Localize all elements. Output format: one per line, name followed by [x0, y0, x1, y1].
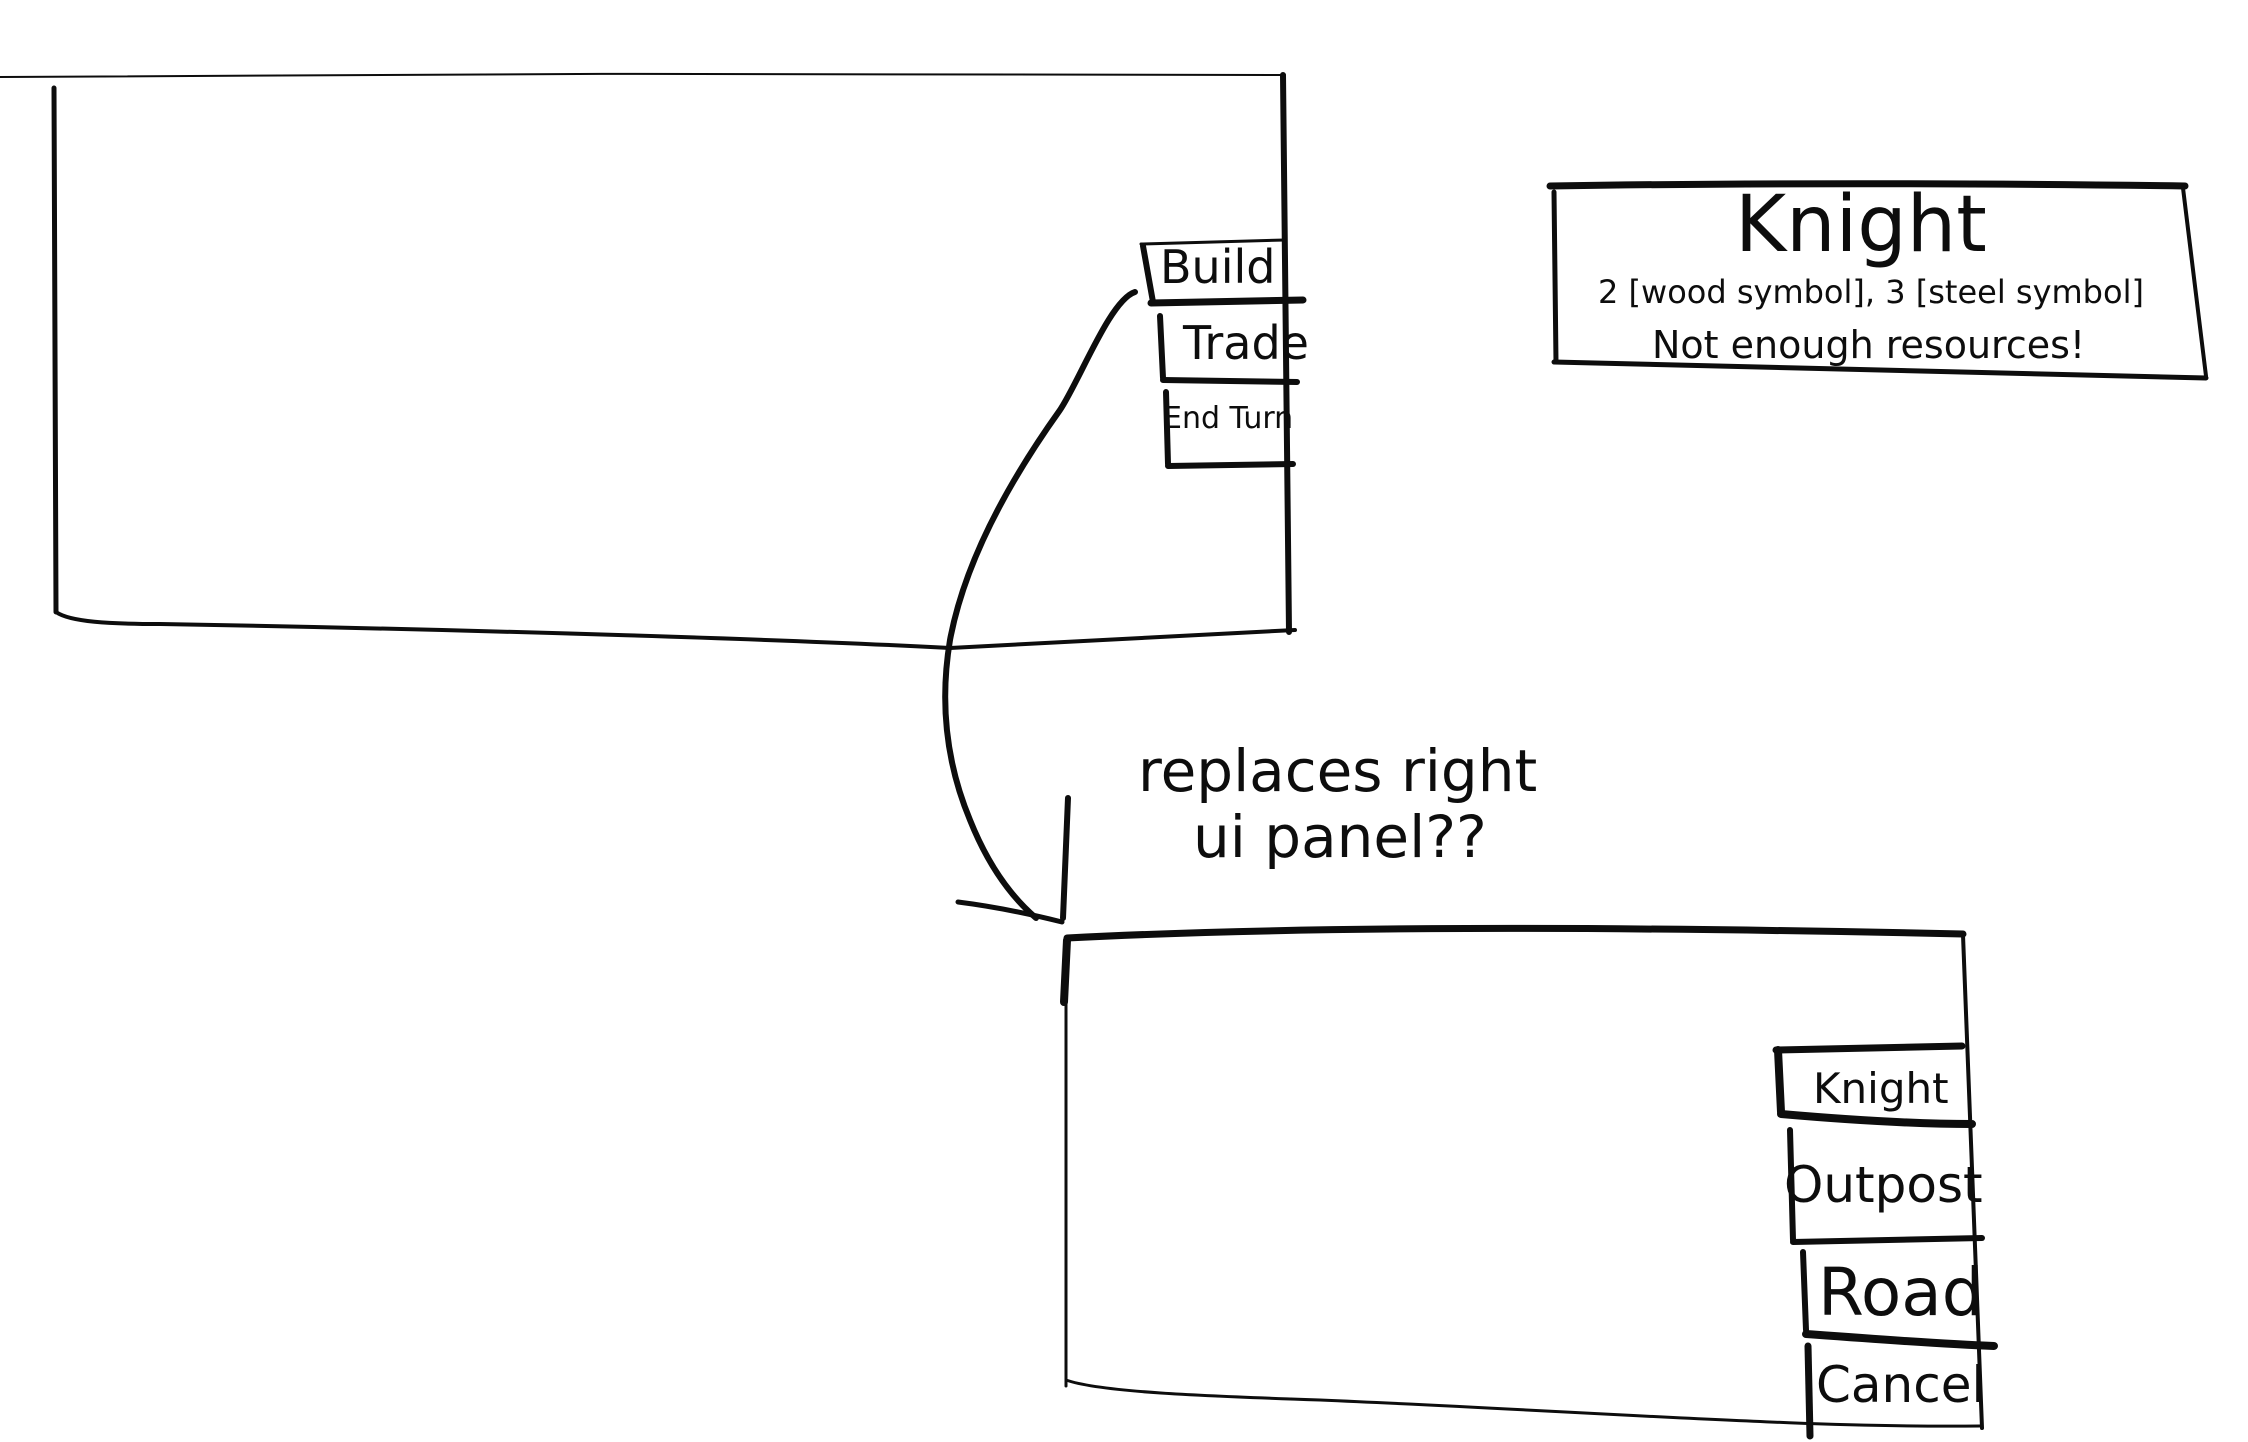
build-panel-bottom-edge — [1064, 1378, 1982, 1428]
knight-button-bottom-edge — [1777, 1110, 1976, 1128]
main-panel-top-edge — [0, 72, 1286, 78]
arrow-curve — [942, 289, 1138, 921]
build-button[interactable] — [1139, 238, 1307, 307]
build-button-label[interactable]: Build — [1160, 240, 1276, 294]
outpost-button[interactable] — [1787, 1127, 1985, 1245]
road-button[interactable] — [1800, 1249, 1998, 1350]
trade-button-left-edge — [1157, 313, 1166, 381]
annotation-line-2: ui panel?? — [1193, 803, 1487, 871]
tooltip-top-edge — [1546, 180, 2189, 190]
outpost-button-bottom-edge — [1790, 1235, 1985, 1245]
cancel-button[interactable] — [1804, 1342, 1814, 1440]
road-button-bottom-edge — [1802, 1330, 1998, 1350]
tooltip-cost: 2 [wood symbol], 3 [steel symbol] — [1598, 273, 2144, 311]
build-button-left-edge — [1140, 243, 1156, 305]
build-panel-left-accent — [1060, 936, 1071, 1006]
tooltip-right-edge — [2181, 186, 2208, 378]
end-turn-button-left-edge — [1163, 389, 1171, 467]
knight-button-top-edge — [1772, 1042, 1966, 1054]
knight-button-label[interactable]: Knight — [1813, 1064, 1949, 1113]
knight-tooltip — [1546, 180, 2209, 381]
tooltip-message: Not enough resources! — [1652, 323, 2086, 367]
main-panel-left-edge — [51, 85, 59, 615]
end-turn-button-bottom-edge — [1165, 461, 1296, 469]
knight-button-left-edge — [1774, 1046, 1785, 1116]
cancel-button-left-edge — [1804, 1342, 1814, 1440]
main-panel — [0, 72, 1297, 650]
main-panel-right-edge — [1280, 72, 1292, 635]
main-panel-bottom-edge — [54, 610, 1297, 650]
end-turn-button-label[interactable]: End Turn — [1163, 401, 1294, 436]
build-panel-top-edge — [1063, 924, 1967, 942]
build-button-bottom-edge — [1147, 296, 1307, 307]
tooltip-bottom-edge — [1551, 359, 2209, 381]
tooltip-left-edge — [1551, 189, 1559, 365]
arrow-head-left-stroke — [955, 899, 1065, 925]
transition-arrow — [942, 289, 1138, 925]
annotation-line-1: replaces right — [1138, 737, 1538, 805]
build-button-top-edge — [1139, 238, 1287, 246]
outpost-button-label[interactable]: Outpost — [1784, 1156, 1983, 1214]
outpost-button-left-edge — [1787, 1127, 1796, 1243]
cancel-button-label[interactable]: Cancel — [1816, 1356, 1986, 1414]
tooltip-title: Knight — [1735, 180, 1987, 270]
arrow-head-right-stroke — [1060, 795, 1071, 921]
trade-button[interactable] — [1157, 313, 1300, 385]
end-turn-button[interactable] — [1163, 389, 1296, 469]
road-button-label[interactable]: Road — [1818, 1254, 1984, 1331]
knight-button[interactable] — [1772, 1042, 1976, 1128]
trade-button-bottom-edge — [1160, 377, 1300, 385]
road-button-left-edge — [1800, 1249, 1809, 1333]
trade-button-label[interactable]: Trade — [1183, 316, 1309, 370]
